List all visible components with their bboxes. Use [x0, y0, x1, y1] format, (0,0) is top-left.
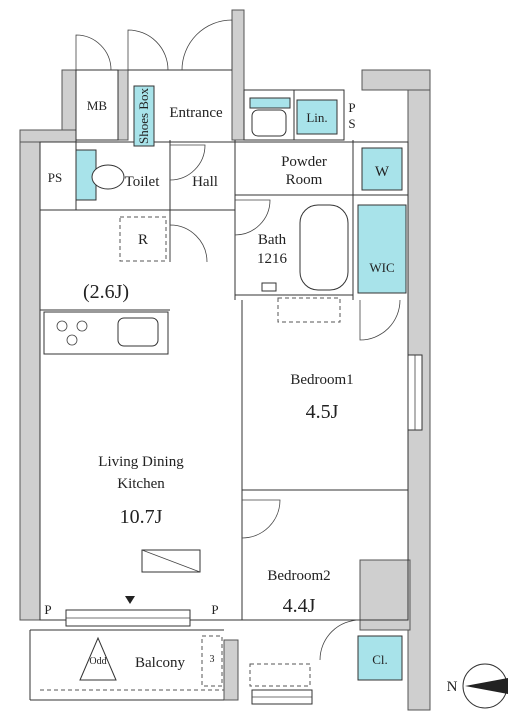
north-arrow: N — [447, 663, 508, 709]
linen-closet — [296, 99, 338, 135]
label-r: R — [138, 232, 148, 248]
label-three: 3 — [210, 654, 215, 665]
label-cl: Cl. — [372, 652, 388, 667]
labels: MB Shoes Box Entrance Lin. P S PS Toilet… — [44, 88, 394, 671]
label-hall: Hall — [192, 174, 218, 190]
outer-walls — [19, 9, 431, 711]
bathtub — [299, 204, 349, 291]
label-ldk-area: 10.7J — [120, 506, 163, 528]
label-powder: Powder — [281, 154, 327, 170]
label-ps-top-s: S — [348, 116, 355, 131]
label-wic: WIC — [369, 260, 394, 275]
label-ps-top-p: P — [348, 100, 355, 115]
label-p-right: P — [211, 602, 218, 617]
label-bedroom1-area: 4.5J — [306, 401, 339, 423]
walk-in-closet — [357, 204, 407, 294]
label-ldk-2: Kitchen — [117, 476, 165, 492]
label-ldk-1: Living Dining — [98, 454, 184, 470]
label-w: W — [375, 164, 390, 180]
label-odd: Odd — [89, 656, 106, 667]
washer-space — [361, 147, 403, 191]
label-room: Room — [286, 172, 323, 188]
label-mb: MB — [87, 98, 108, 113]
entrance-arrow-icon — [125, 596, 135, 604]
label-kitchen-area: (2.6J) — [83, 281, 129, 303]
label-bedroom2: Bedroom2 — [267, 568, 330, 584]
label-north: N — [447, 679, 458, 695]
label-entrance: Entrance — [169, 105, 223, 121]
label-balcony: Balcony — [135, 655, 185, 671]
label-p-left: P — [44, 602, 51, 617]
label-shoes-box: Shoes Box — [136, 88, 151, 144]
balcony-area — [29, 629, 224, 701]
odd-hatch — [79, 636, 117, 681]
fixtures — [43, 85, 407, 687]
shoes-box — [133, 85, 155, 147]
label-lin: Lin. — [306, 110, 327, 125]
closet — [357, 635, 403, 681]
kitchen-sink — [117, 317, 159, 347]
label-ps-left: PS — [48, 170, 62, 185]
label-bath-size: 1216 — [257, 251, 288, 267]
compass-needle-icon — [465, 678, 508, 694]
label-bath: Bath — [258, 232, 287, 248]
label-bedroom1: Bedroom1 — [290, 372, 353, 388]
doors — [75, 19, 401, 661]
windows — [65, 354, 423, 705]
fridge-space — [119, 216, 167, 262]
label-toilet: Toilet — [125, 174, 161, 190]
label-bedroom2-area: 4.4J — [283, 595, 316, 617]
